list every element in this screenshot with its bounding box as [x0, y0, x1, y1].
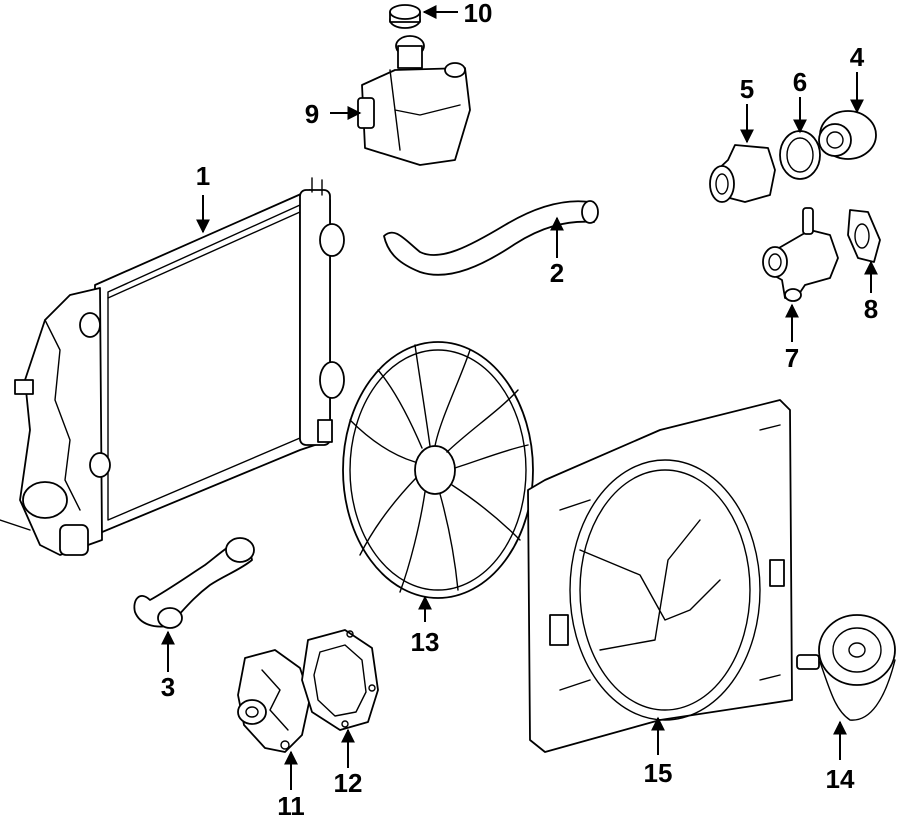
cooling-fan	[342, 341, 534, 599]
callout-11: 11	[277, 791, 305, 820]
thermostat-seal	[779, 130, 821, 180]
callout-10: 10	[464, 0, 493, 28]
upper-radiator-hose	[383, 200, 599, 276]
callout-5: 5	[740, 74, 754, 104]
water-pump	[237, 649, 311, 753]
outlet-gasket	[847, 209, 881, 263]
water-outlet	[762, 207, 839, 302]
reservoir-cap	[389, 4, 421, 29]
leader-lines	[161, 5, 878, 790]
callout-labels: 1 2 3 4 5 6 7 8 9 10 11 12 13 14 15	[161, 0, 878, 820]
coolant-reservoir	[357, 35, 471, 166]
radiator	[0, 177, 345, 556]
callout-2: 2	[550, 258, 564, 288]
thermostat	[818, 110, 877, 160]
callout-13: 13	[411, 627, 440, 657]
callout-4: 4	[850, 42, 865, 72]
callout-3: 3	[161, 672, 175, 702]
callout-12: 12	[334, 768, 363, 798]
water-pump-gasket	[301, 629, 379, 731]
lower-radiator-hose	[133, 537, 255, 629]
callout-14: 14	[826, 764, 855, 794]
callout-6: 6	[793, 67, 807, 97]
callout-8: 8	[864, 294, 878, 324]
callout-9: 9	[305, 99, 319, 129]
thermostat-housing	[709, 144, 776, 203]
fan-shroud	[527, 399, 793, 753]
callout-1: 1	[196, 161, 210, 191]
callout-15: 15	[644, 758, 673, 788]
fan-motor	[796, 614, 896, 721]
callout-7: 7	[785, 343, 799, 373]
